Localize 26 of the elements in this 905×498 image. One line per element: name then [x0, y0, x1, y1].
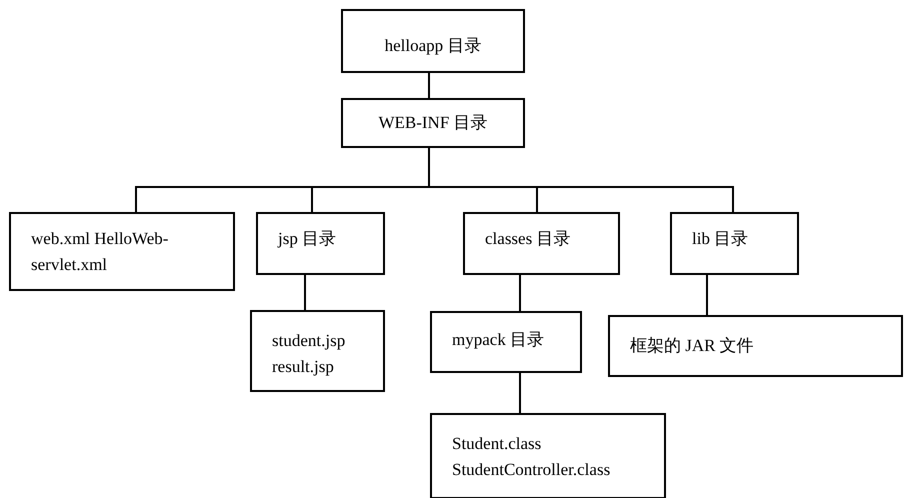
connector-line: [304, 275, 306, 310]
folder-label: mypack 目录: [452, 329, 544, 351]
folder-box: [430, 311, 582, 373]
folder-box: [341, 98, 525, 148]
connector-line: [428, 148, 734, 212]
folder-box: [670, 212, 799, 275]
folder-label: 框架的 JAR 文件: [630, 335, 754, 357]
folder-box: [608, 315, 903, 377]
folder-label: jsp 目录: [278, 228, 336, 250]
folder-label: classes 目录: [485, 228, 570, 250]
folder-label: Student.class StudentController.class: [452, 433, 612, 481]
folder-box: [341, 9, 525, 73]
connector-line: [428, 73, 430, 98]
folder-label: web.xml HelloWeb-servlet.xml: [31, 228, 170, 276]
folder-label: lib 目录: [692, 228, 748, 250]
folder-box: [430, 413, 666, 498]
folder-box: [9, 212, 235, 291]
connector-line: [519, 373, 521, 413]
connector-line: [706, 275, 708, 315]
folder-label: WEB-INF 目录: [378, 112, 488, 134]
folder-box: [256, 212, 385, 275]
folder-label: helloapp 目录: [384, 35, 482, 57]
folder-box: [463, 212, 620, 275]
folder-label: student.jsp result.jsp: [272, 330, 346, 378]
folder-box: [250, 310, 385, 392]
connector-line: [519, 275, 521, 311]
